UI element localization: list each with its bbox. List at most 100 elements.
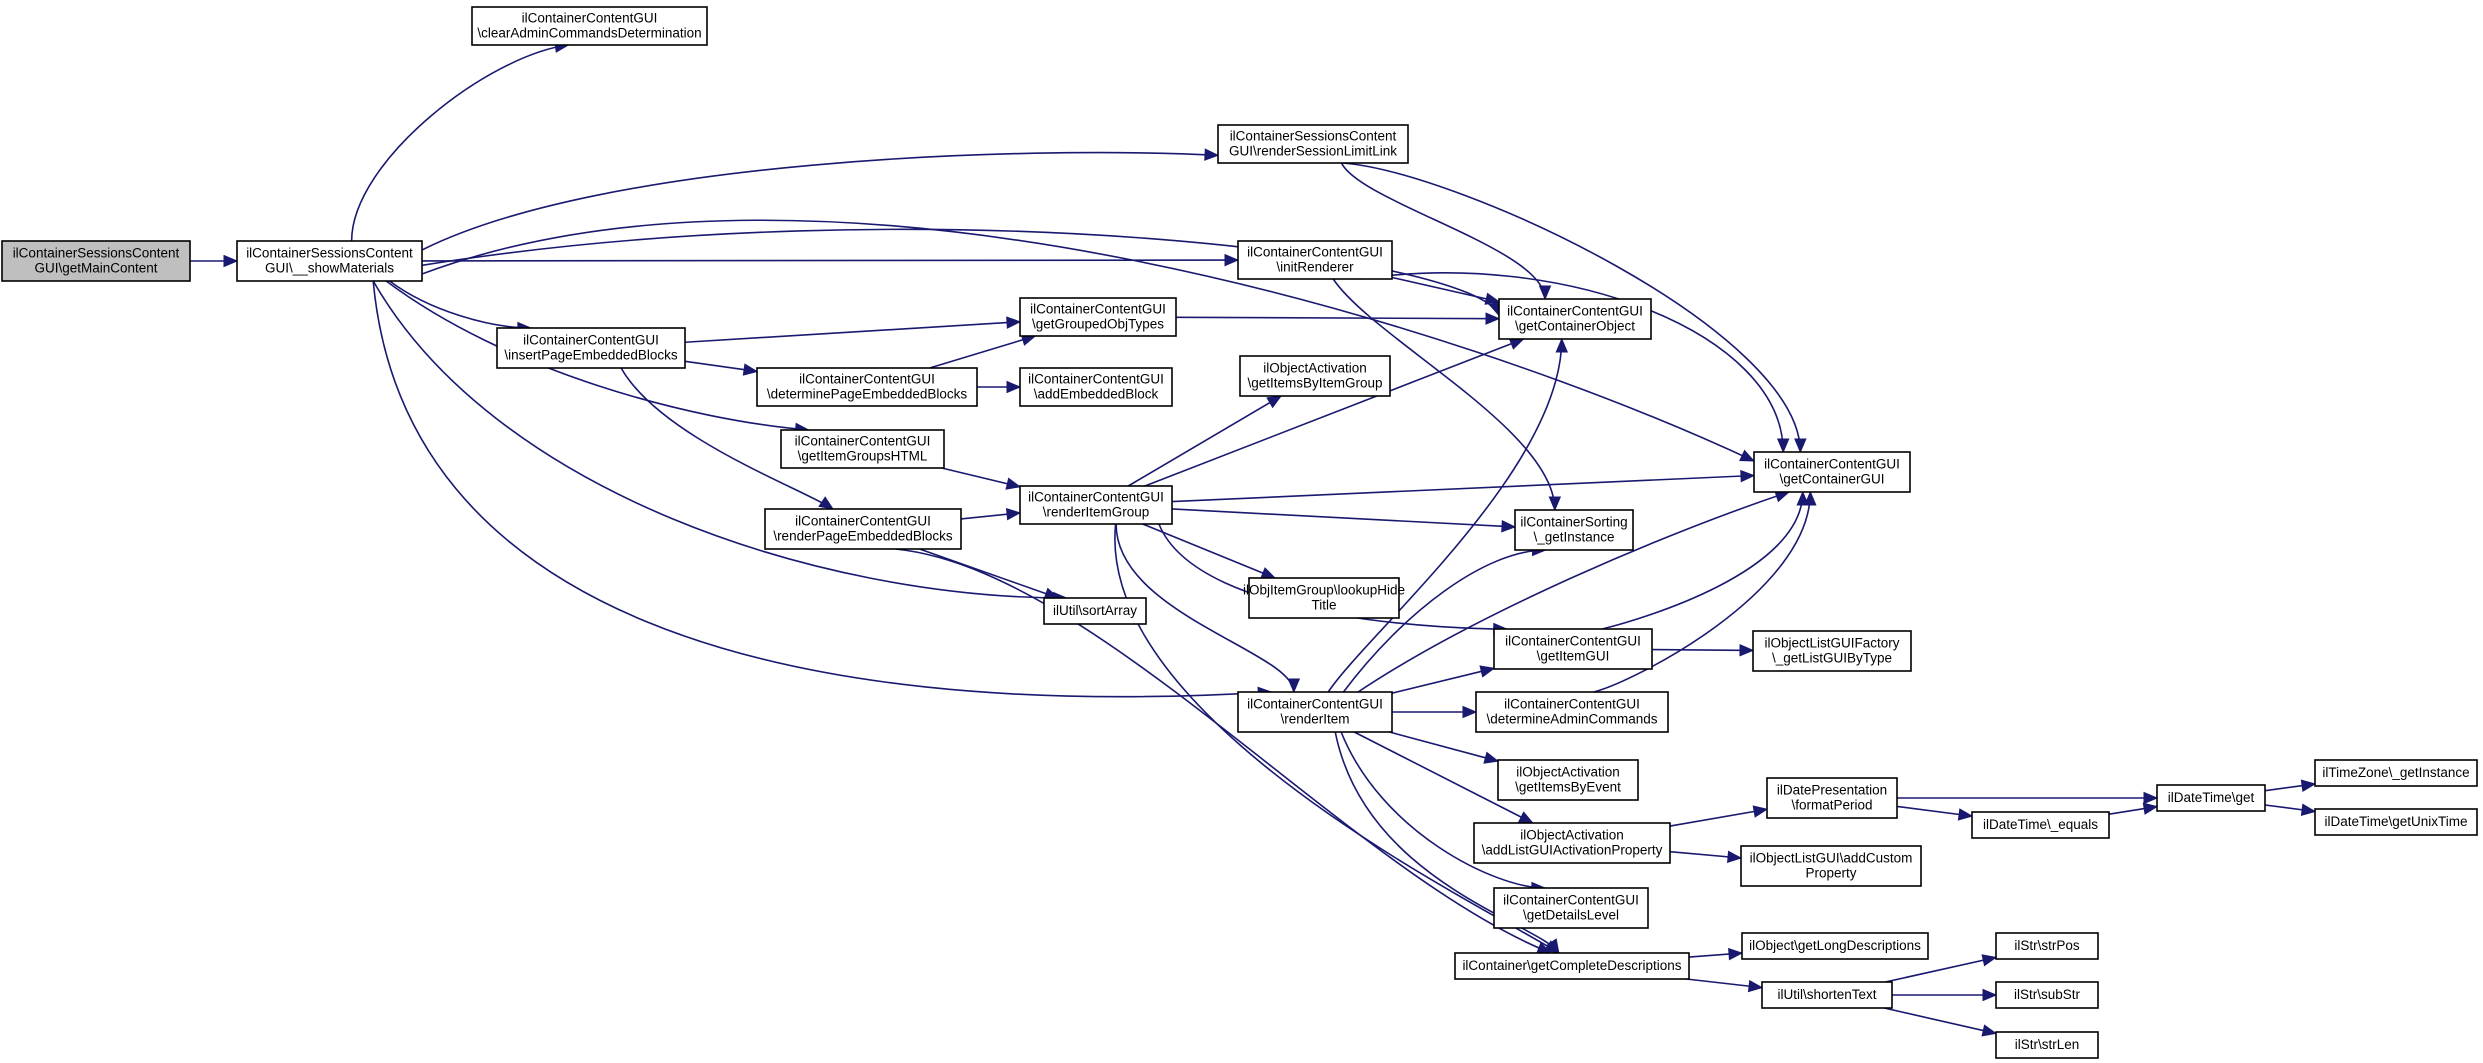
node-aeb[interactable]: ilContainerContentGUI\addEmbeddedBlock	[1019, 367, 1173, 407]
node-ggot[interactable]: ilContainerContentGUI\getGroupedObjTypes	[1019, 297, 1177, 337]
node-box	[1019, 367, 1173, 407]
node-label-line: \getContainerObject	[1515, 319, 1635, 334]
node-oagig[interactable]: ilObjectActivation\getItemsByItemGroup	[1239, 355, 1391, 397]
node-gco[interactable]: ilContainerContentGUI\getContainerObject	[1498, 298, 1652, 340]
node-rsll[interactable]: ilContainerSessionsContentGUI\renderSess…	[1217, 124, 1409, 164]
node-sort[interactable]: ilUtil\sortArray	[1043, 597, 1147, 625]
node-label-line: \renderItemGroup	[1043, 505, 1150, 520]
node-gigh[interactable]: ilContainerContentGUI\getItemGroupsHTML	[780, 429, 945, 469]
node-box	[1237, 691, 1393, 733]
node-label-line: \getDetailsLevel	[1523, 908, 1619, 923]
edge-layer	[190, 40, 2317, 1037]
edge-rpeb-to-gcd	[895, 548, 1552, 954]
node-label-line: ilStr\subStr	[2014, 987, 2081, 1002]
node-label-line: ilContainerContentGUI	[795, 514, 931, 529]
node-dpfp[interactable]: ilDatePresentation\formatPeriod	[1766, 777, 1898, 819]
arrowhead-gig-to-gcgui	[1796, 490, 1809, 506]
node-root[interactable]: ilContainerSessionsContentGUI\getMainCon…	[1, 240, 191, 282]
node-rpeb[interactable]: ilContainerContentGUI\renderPageEmbedded…	[764, 508, 962, 550]
arrowhead-short-to-strlen	[1981, 1024, 1998, 1037]
arrowhead-dtget-to-gut	[2300, 803, 2317, 816]
node-clear[interactable]: ilContainerContentGUI\clearAdminCommands…	[471, 6, 708, 46]
node-label-line: \_getInstance	[1533, 530, 1614, 545]
node-gdl[interactable]: ilContainerContentGUI\getDetailsLevel	[1493, 887, 1649, 929]
node-show[interactable]: ilContainerSessionsContentGUI\__showMate…	[236, 240, 423, 282]
arrowhead-rsll-to-gco	[1538, 285, 1552, 301]
arrowhead-dteq-to-dtget	[2142, 802, 2159, 815]
node-box	[1753, 451, 1911, 493]
node-label-line: \clearAdminCommandsDetermination	[477, 26, 701, 41]
node-substr[interactable]: ilStr\subStr	[1995, 981, 2099, 1009]
node-strpos[interactable]: ilStr\strPos	[1995, 932, 2099, 960]
node-label-line: Property	[1805, 866, 1856, 881]
node-csgi[interactable]: ilContainerSorting\_getInstance	[1514, 509, 1634, 551]
node-label-line: ilStr\strLen	[2015, 1037, 2080, 1052]
arrowhead-ri-to-gco	[1555, 337, 1569, 353]
node-gld[interactable]: ilObject\getLongDescriptions	[1741, 932, 1929, 960]
node-tzgi[interactable]: ilTimeZone\_getInstance	[2314, 759, 2478, 787]
arrowhead-dtget-to-tzgi	[2300, 779, 2317, 792]
node-box	[1043, 597, 1147, 625]
arrowhead-show-to-gcgui	[1739, 449, 1756, 462]
node-label-line: ilUtil\shortenText	[1777, 987, 1876, 1002]
node-ri[interactable]: ilContainerContentGUI\renderItem	[1237, 691, 1393, 733]
node-box	[1237, 240, 1393, 280]
edge-show-to-gco	[421, 228, 1500, 316]
arrowhead-initr-to-csgi	[1548, 496, 1562, 512]
node-label-line: \getItemGroupsHTML	[798, 449, 928, 464]
node-label-line: \getItemsByItemGroup	[1247, 376, 1382, 391]
node-box	[1217, 124, 1409, 164]
node-dac[interactable]: ilContainerContentGUI\determineAdminComm…	[1475, 691, 1669, 733]
edge-ri-to-gdl	[1340, 731, 1545, 889]
node-label-line: ilDatePresentation	[1777, 783, 1887, 798]
node-label-line: \renderItem	[1280, 712, 1349, 727]
node-olgf[interactable]: ilObjectListGUIFactory\_getListGUIByType	[1752, 630, 1912, 672]
node-label-line: ilObject\getLongDescriptions	[1749, 938, 1921, 953]
node-label-line: ilObjItemGroup\lookupHide	[1243, 583, 1405, 598]
node-label-line: ilContainerContentGUI	[1247, 245, 1383, 260]
node-label-line: ilContainerContentGUI	[1507, 304, 1643, 319]
node-label-line: GUI\renderSessionLimitLink	[1229, 144, 1397, 159]
node-label-line: ilTimeZone\_getInstance	[2322, 765, 2469, 780]
node-label-line: ilContainerContentGUI	[1505, 634, 1641, 649]
edge-rig-to-oagig	[1127, 395, 1282, 487]
node-label-line: ilStr\strPos	[2014, 938, 2080, 953]
node-box	[1475, 691, 1669, 733]
node-label-line: ilContainerContentGUI	[799, 372, 935, 387]
node-gut[interactable]: ilDateTime\getUnixTime	[2314, 808, 2478, 836]
arrowhead-ipeb-to-rpeb	[818, 496, 835, 510]
node-gcgui[interactable]: ilContainerContentGUI\getContainerGUI	[1753, 451, 1911, 493]
arrowhead-ri-to-oagie	[1483, 751, 1500, 764]
node-initr[interactable]: ilContainerContentGUI\initRenderer	[1237, 240, 1393, 280]
node-label-line: ilContainerSorting	[1520, 515, 1627, 530]
node-short[interactable]: ilUtil\shortenText	[1761, 981, 1893, 1009]
node-oagie[interactable]: ilObjectActivation\getItemsByEvent	[1497, 759, 1639, 801]
edge-initr-to-gco	[1391, 276, 1500, 303]
edge-show-to-initr	[421, 259, 1239, 262]
node-strlen[interactable]: ilStr\strLen	[1995, 1031, 2099, 1059]
arrowhead-ri-to-gig	[1479, 665, 1496, 678]
node-box	[2314, 808, 2478, 836]
edge-oaalg-to-dpfp	[1669, 808, 1768, 827]
node-gcd[interactable]: ilContainer\getCompleteDescriptions	[1454, 952, 1690, 980]
arrowhead-ri-to-dac	[1462, 705, 1478, 719]
node-oaalg[interactable]: ilObjectActivation\addListGUIActivationP…	[1473, 822, 1671, 864]
node-ipeb[interactable]: ilContainerContentGUI\insertPageEmbedded…	[496, 327, 686, 369]
edge-show-to-clear	[350, 44, 569, 242]
arrowhead-rsll-to-gcgui	[1794, 438, 1807, 454]
node-label-line: ilContainerContentGUI	[522, 11, 658, 26]
node-gig[interactable]: ilContainerContentGUI\getItemGUI	[1493, 628, 1653, 670]
node-dpeb[interactable]: ilContainerContentGUI\determinePageEmbed…	[756, 367, 978, 407]
edge-rig-to-gco	[1144, 338, 1524, 487]
node-dtget[interactable]: ilDateTime\get	[2156, 784, 2266, 812]
node-rig[interactable]: ilContainerContentGUI\renderItemGroup	[1019, 485, 1173, 525]
node-box	[1995, 1031, 2099, 1059]
node-box	[1766, 777, 1898, 819]
edge-ri-to-csgi	[1342, 549, 1546, 693]
node-dteq[interactable]: ilDateTime\_equals	[1971, 811, 2110, 839]
arrowhead-rig-to-gco	[1508, 338, 1525, 350]
node-box	[1493, 628, 1653, 670]
